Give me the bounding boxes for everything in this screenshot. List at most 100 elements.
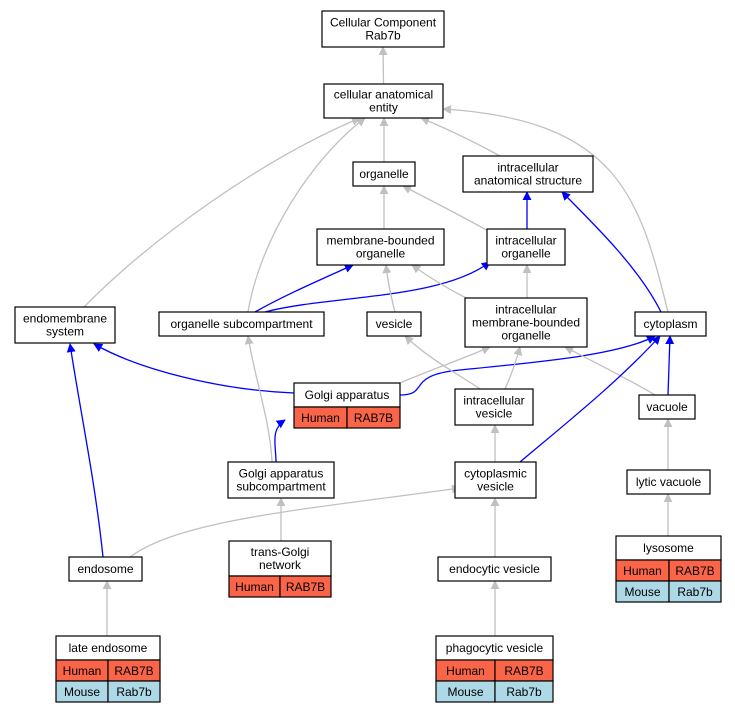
annotation-row-human: Human RAB7B bbox=[615, 559, 722, 582]
gene-label: RAB7B bbox=[675, 564, 714, 578]
node-label-line: cytoplasmic bbox=[464, 467, 527, 481]
edge-part-of bbox=[93, 343, 295, 394]
edge-is-a bbox=[404, 335, 481, 390]
node-box bbox=[14, 306, 116, 344]
node-label-line: vacuole bbox=[646, 400, 688, 414]
edge-is-a bbox=[411, 264, 471, 301]
node-vacuole[interactable]: vacuole bbox=[638, 394, 696, 420]
gene-label: RAB7B bbox=[354, 411, 393, 425]
node-label-line: cytoplasm bbox=[643, 317, 697, 331]
node-endosome[interactable]: endosome bbox=[68, 556, 143, 582]
species-label: Human bbox=[63, 664, 102, 678]
node-box bbox=[435, 635, 554, 661]
node-box bbox=[352, 161, 416, 187]
node-cytoplasm[interactable]: cytoplasm bbox=[634, 311, 707, 337]
edge-is-a bbox=[504, 346, 523, 390]
edge-part-of bbox=[519, 335, 661, 463]
node-label-line: Cellular Component bbox=[330, 16, 437, 30]
gene-label: Rab7b bbox=[506, 685, 542, 699]
node-label-line: intracellular bbox=[497, 161, 558, 175]
edges-layer bbox=[66, 46, 675, 636]
node-box bbox=[68, 556, 143, 582]
node-box bbox=[321, 10, 445, 48]
gene-cell bbox=[668, 580, 722, 603]
node-label-line: intracellular bbox=[495, 234, 556, 248]
node-label-line: vesicle bbox=[477, 480, 514, 494]
node-label-line: intracellular bbox=[463, 394, 524, 408]
node-label-line: Rab7b bbox=[365, 29, 401, 43]
gene-cell bbox=[107, 680, 161, 703]
node-endocytic[interactable]: endocytic vesicle bbox=[437, 556, 552, 582]
node-label-line: vesicle bbox=[476, 407, 513, 421]
node-label-line: lysosome bbox=[643, 541, 694, 555]
node-vesicle[interactable]: vesicle bbox=[366, 311, 422, 337]
node-box bbox=[323, 83, 444, 119]
edge-is-a bbox=[83, 116, 361, 308]
node-label-line: vesicle bbox=[376, 317, 413, 331]
edge-is-a bbox=[129, 484, 461, 558]
species-label: Mouse bbox=[624, 585, 660, 599]
node-box bbox=[634, 311, 707, 337]
node-label-line: trans-Golgi bbox=[251, 545, 310, 559]
edge-is-a bbox=[382, 264, 396, 313]
edge-part-of bbox=[264, 261, 491, 313]
node-label-line: intracellular bbox=[495, 303, 556, 317]
node-label-line: organelle bbox=[501, 247, 551, 261]
edge-is-a bbox=[442, 105, 669, 313]
gene-cell bbox=[346, 406, 401, 429]
node-label-line: endocytic vesicle bbox=[449, 562, 540, 576]
species-label: Mouse bbox=[64, 685, 100, 699]
node-box bbox=[293, 382, 401, 408]
node-box bbox=[464, 297, 588, 348]
edge-is-a bbox=[378, 46, 388, 85]
species-label: Human bbox=[301, 411, 340, 425]
node-organelle[interactable]: organelle bbox=[352, 161, 416, 187]
node-org-sub[interactable]: organelle subcompartment bbox=[158, 311, 325, 337]
node-box bbox=[316, 228, 445, 266]
node-box bbox=[437, 556, 552, 582]
gene-label: Rab7b bbox=[116, 685, 152, 699]
node-box bbox=[366, 311, 422, 337]
node-label-line: endosome bbox=[77, 562, 133, 576]
edge-is-a bbox=[244, 335, 273, 463]
annotation-row-mouse: Mouse Rab7b bbox=[55, 680, 161, 703]
edge-part-of bbox=[561, 191, 662, 313]
gene-cell bbox=[494, 680, 554, 703]
node-lytic[interactable]: lytic vacuole bbox=[626, 469, 711, 495]
node-box bbox=[228, 540, 332, 577]
node-box bbox=[454, 461, 537, 499]
node-label-line: entity bbox=[369, 101, 398, 115]
node-box bbox=[462, 155, 594, 193]
edge-is-a bbox=[394, 346, 491, 386]
node-label-line: anatomical structure bbox=[474, 174, 582, 188]
species-label: Human bbox=[623, 564, 662, 578]
edge-part-of bbox=[66, 343, 104, 558]
gene-cell bbox=[279, 575, 332, 598]
node-label-line: subcompartment bbox=[236, 480, 326, 494]
node-label-line: organelle bbox=[359, 167, 409, 181]
node-label-line: membrane-bounded bbox=[472, 316, 580, 330]
node-box bbox=[158, 311, 325, 337]
node-label-line: late endosome bbox=[69, 641, 148, 655]
node-label-line: Golgi apparatus bbox=[305, 388, 390, 402]
